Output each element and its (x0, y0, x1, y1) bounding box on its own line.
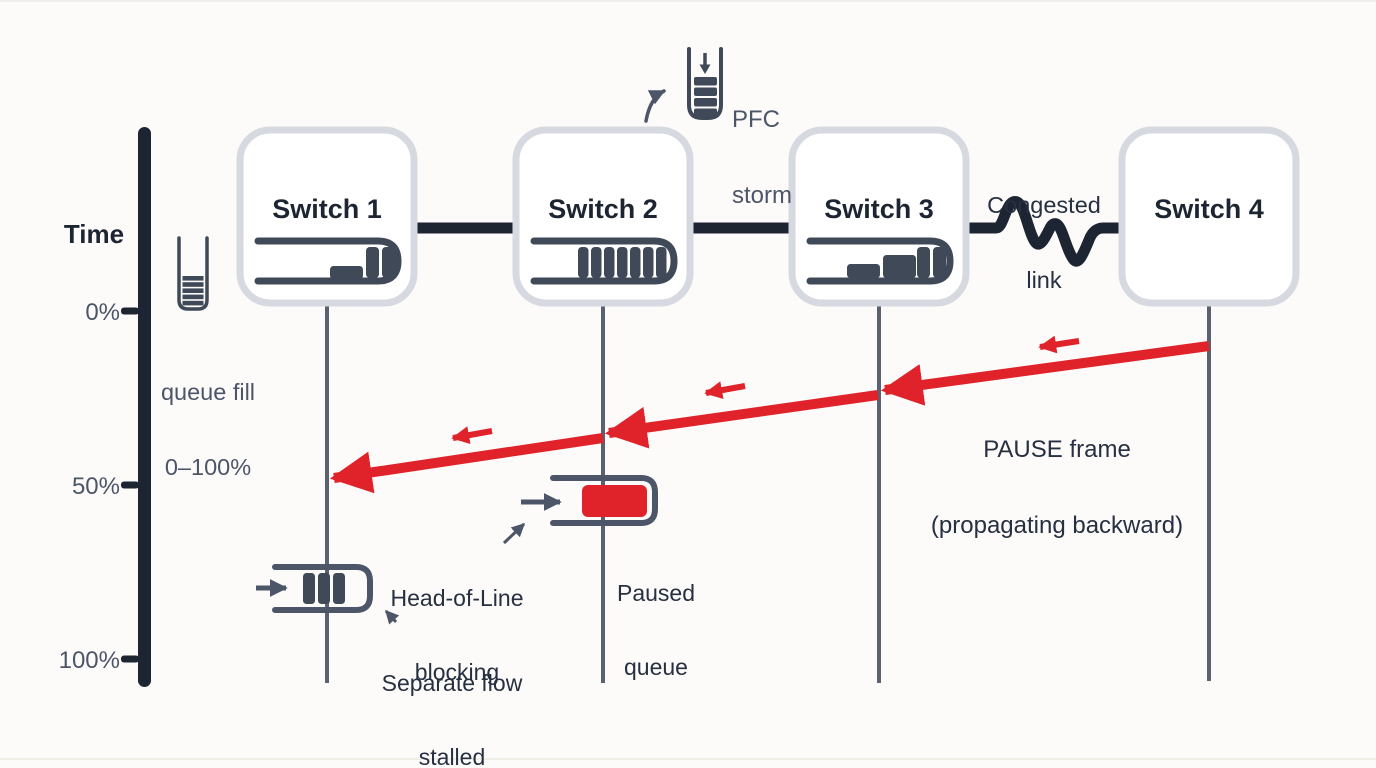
switch1-queue-bar-icon (254, 237, 402, 285)
switch3-title: Switch 3 (824, 194, 934, 224)
tick-mark-0 (121, 307, 139, 315)
pause-frame-arrow-sw3-sw2 (604, 390, 879, 449)
pfc-storm-label: PFC storm (732, 56, 792, 259)
pause-direction-arrow-1-icon (1038, 335, 1080, 354)
switch2-queue-bar-icon (530, 237, 678, 285)
queue-fill-icon (177, 236, 209, 311)
queue-fill-legend-line1: queue fill (160, 378, 256, 405)
switch1-title: Switch 1 (272, 194, 382, 224)
time-axis (138, 127, 151, 687)
switch2-title: Switch 2 (548, 194, 658, 224)
pause-frame-label-line1: PAUSE frame (983, 435, 1131, 463)
congested-link-label-line1: Congested (987, 191, 1101, 218)
congested-link-squiggle-icon (957, 196, 1131, 267)
tick-label-0: 0% (85, 299, 120, 326)
congested-link-label-line2: link (1026, 266, 1062, 293)
pfc-storm-label-line2: storm (732, 181, 792, 209)
switch4-box (1118, 126, 1300, 307)
congested-link-label: Congested link (987, 143, 1101, 342)
queue-fill-legend: queue fill 0–100% (161, 330, 255, 529)
separate-flow-label-line2: stalled (418, 743, 486, 768)
queue-fill-legend-line2: 0–100% (164, 453, 252, 480)
paused-queue-icon (550, 475, 658, 526)
pause-frame-arrow-sw2-sw1 (329, 433, 604, 494)
head-of-line-label: Head-of-Line blocking (391, 537, 524, 733)
paused-queue-label-line1: Paused (616, 579, 696, 606)
tick-label-100: 100% (58, 647, 120, 674)
pause-frame-label-line2: (propagating backward) (930, 511, 1184, 539)
time-axis-title: Time (63, 219, 125, 249)
separate-flow-label: Separate flow stalled (382, 622, 523, 768)
tick-mark-100 (121, 655, 139, 663)
separate-flow-label-line1: Separate flow (381, 669, 523, 696)
head-of-line-label-line1: Head-of-Line (390, 584, 524, 611)
bottom-hairline (0, 758, 1376, 760)
stalled-flow-queue-icon (272, 564, 373, 613)
pause-direction-arrow-2-icon (704, 381, 746, 399)
pfc-storm-pointer-arrow-icon (644, 89, 666, 123)
head-of-line-pointer-arrow-icon (502, 522, 526, 545)
pfc-storm-label-line1: PFC (732, 105, 780, 133)
head-of-line-label-line2: blocking (414, 658, 500, 685)
switch4-title: Switch 4 (1154, 194, 1264, 224)
top-hairline (0, 0, 1376, 2)
stalled-flow-pointer-arrow-icon (384, 609, 400, 625)
pause-frame-arrow-sw4-sw3 (880, 341, 1210, 406)
switch3-queue-bar-icon (806, 237, 954, 285)
tick-label-50: 50% (71, 473, 120, 500)
pause-frame-label: PAUSE frame (propagating backward) (931, 386, 1183, 589)
paused-queue-label-line2: queue (624, 653, 688, 680)
pause-direction-arrow-3-icon (451, 426, 493, 444)
paused-queue-label: Paused queue (617, 532, 695, 728)
pfc-storm-icon (687, 47, 723, 120)
tick-mark-50 (121, 481, 139, 489)
